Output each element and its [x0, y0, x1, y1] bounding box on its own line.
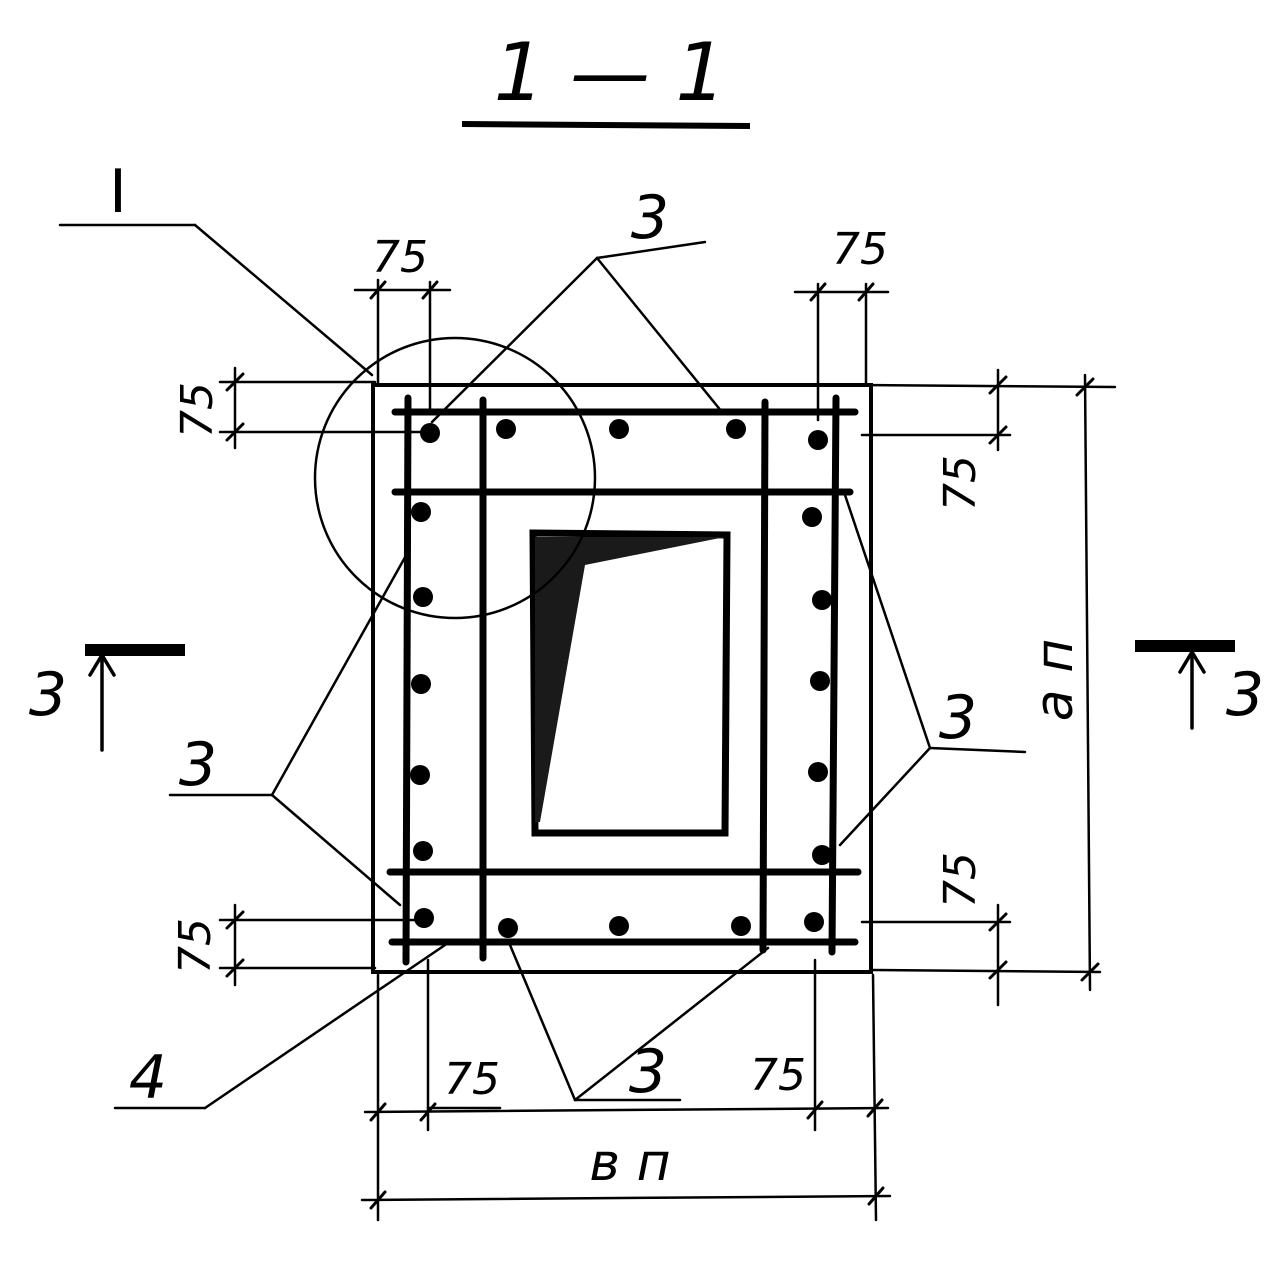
opening-hatch [535, 537, 725, 822]
section-cut-left [85, 644, 185, 752]
rebar-grid [386, 394, 862, 966]
leaders [58, 223, 1027, 1110]
dim-bottom-left: 75 [444, 1054, 500, 1105]
rebar-label-left: 3 [179, 730, 217, 800]
section-cut-left-label: 3 [29, 660, 67, 730]
rebar-dots [410, 419, 832, 938]
inner-opening [529, 529, 731, 837]
dim-right-top: 75 [935, 455, 986, 511]
dim-bottom [360, 958, 892, 1222]
node-label: I [109, 157, 127, 227]
dim-left-top: 75 [172, 382, 223, 438]
section-title: 1 — 1 [494, 26, 727, 119]
plate-label: 4 [129, 1043, 167, 1113]
rebar-label-bottom: 3 [629, 1037, 667, 1107]
dim-top [353, 278, 890, 422]
dim-width-symbol: в п [589, 1133, 670, 1193]
rebar-label-top: 3 [631, 183, 669, 253]
outer-boundary [371, 383, 873, 974]
detail-circle [313, 336, 597, 620]
dim-top-right: 75 [832, 224, 888, 275]
section-cut-right-label: 3 [1226, 660, 1264, 730]
section-cut-right [1135, 640, 1235, 730]
dim-left [218, 366, 422, 987]
dim-left-bottom: 75 [170, 918, 221, 974]
dim-top-left: 75 [372, 232, 428, 283]
title-underline [461, 121, 751, 129]
dim-right-bottom: 75 [935, 852, 986, 908]
dim-bottom-right: 75 [750, 1050, 806, 1101]
rebar-label-right: 3 [939, 683, 977, 753]
dim-height-symbol: а п [1025, 639, 1085, 721]
dim-right [860, 368, 1117, 1007]
